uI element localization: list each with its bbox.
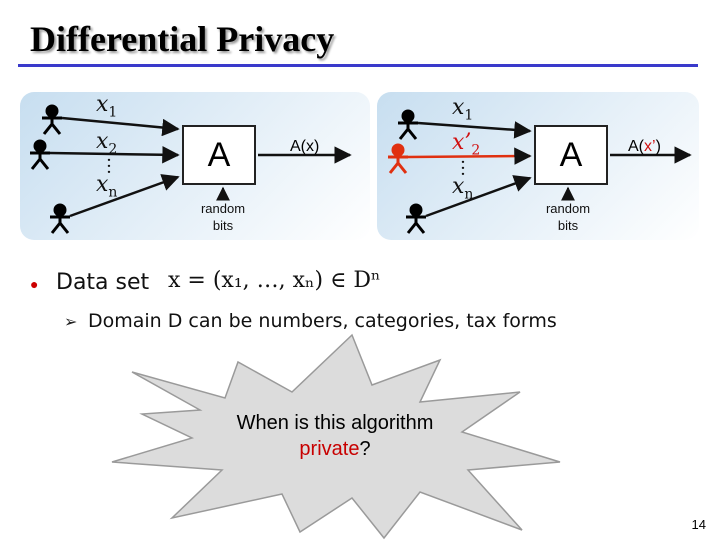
vertical-ellipsis: ···	[106, 150, 112, 183]
bullet-label: Data set	[56, 270, 150, 295]
random-bits-label: random bits	[200, 201, 246, 233]
input-variable: x1	[96, 92, 118, 121]
arrow-bullet-icon: ➢	[64, 314, 78, 331]
input-arrow	[49, 146, 180, 164]
person-icon	[406, 203, 426, 234]
input-arrow	[61, 116, 180, 137]
sub-bullet-text: Domain D can be numbers, categories, tax…	[88, 310, 557, 332]
input-variable-changed: x’2	[452, 130, 481, 159]
input-variable: xn	[96, 172, 118, 201]
person-icon	[50, 203, 70, 234]
page-number: 14	[691, 517, 706, 532]
random-bits-label: random bits	[545, 201, 591, 233]
title-underline	[18, 64, 698, 67]
algorithm-box: A	[182, 125, 256, 185]
algorithm-output: A(x)	[290, 138, 320, 155]
person-icon	[398, 109, 418, 140]
algorithm-output: A(x’)	[628, 138, 661, 155]
input-variable: x2	[96, 129, 118, 158]
bullet-icon: ●	[30, 276, 39, 292]
algorithm-box: A	[534, 125, 608, 185]
input-variable: x1	[452, 95, 474, 124]
speech-burst	[111, 333, 561, 540]
question-text: When is this algorithm private?	[200, 410, 470, 462]
person-icon	[42, 104, 62, 135]
private-word: private	[299, 438, 360, 460]
input-arrow	[417, 121, 532, 139]
dataset-formula: x = (x₁, …, xₙ) ∈ Dⁿ	[168, 268, 381, 293]
input-variable: xn	[452, 174, 474, 203]
person-icon	[30, 139, 50, 170]
question-line: private?	[299, 438, 371, 460]
person-icon-changed	[388, 143, 408, 174]
slide-title: Differential Privacy	[30, 19, 335, 59]
input-arrow	[69, 174, 180, 218]
input-arrow	[425, 175, 532, 218]
question-line: When is this algorithm	[236, 412, 434, 434]
input-arrow-changed	[407, 147, 532, 165]
vertical-ellipsis: ···	[460, 152, 466, 185]
